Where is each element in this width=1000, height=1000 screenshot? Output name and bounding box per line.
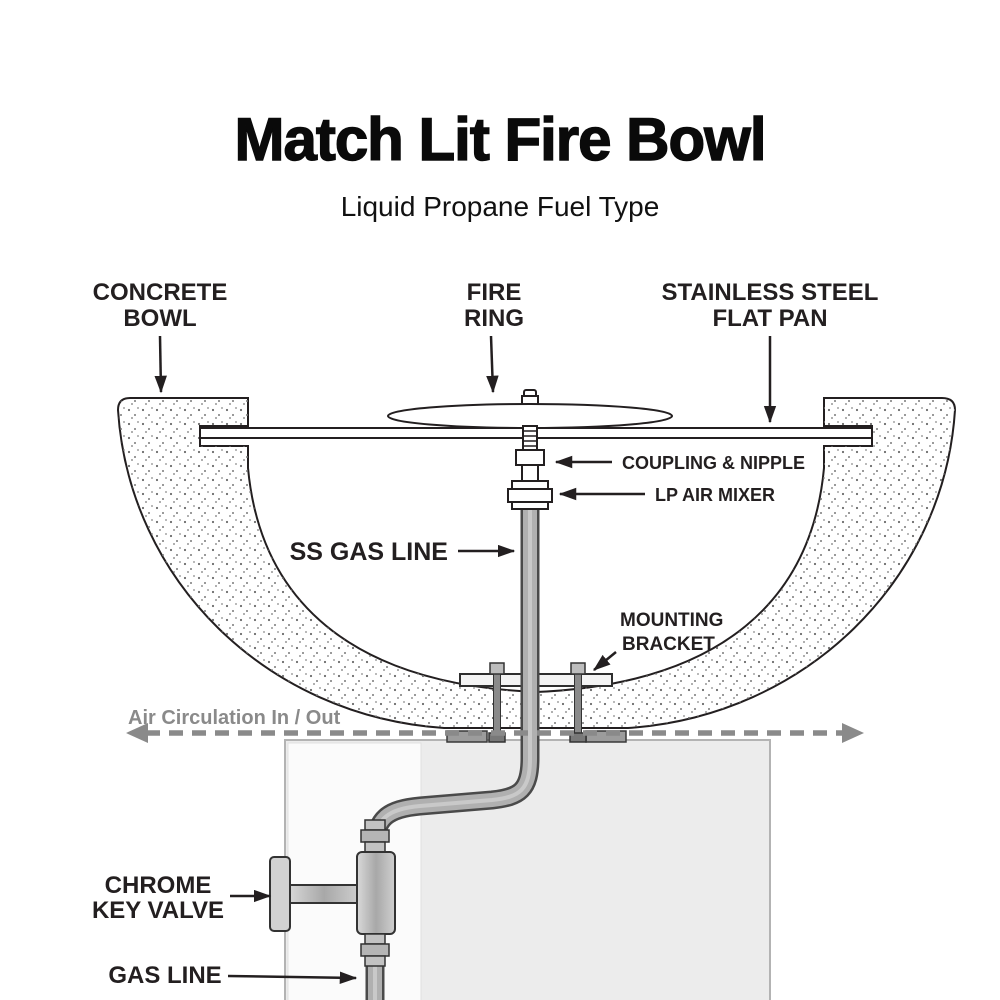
pipe-nut-lower: [360, 943, 390, 957]
pedestal-cutaway: [287, 742, 422, 1000]
arrowhead-right: [842, 723, 864, 743]
pipe-collar-lower: [364, 933, 386, 945]
lp-air-mixer-label: LP AIR MIXER: [655, 485, 775, 505]
fire-ring: [387, 403, 673, 429]
concrete-bowl-label-line1: CONCRETE: [93, 279, 228, 306]
chrome-key-valve-assembly: [269, 819, 396, 967]
fire-ring-label-line1: FIRE: [467, 279, 522, 306]
mounting-bracket-label-line1: MOUNTING: [620, 610, 723, 631]
bolt-head-left: [489, 662, 505, 675]
air-circulation-label: Air Circulation In / Out: [128, 707, 341, 729]
pipe-nut-upper: [360, 829, 390, 843]
fire-ring-arrow: [486, 335, 499, 394]
page-title: Match Lit Fire Bowl: [234, 106, 765, 173]
gas-line-arrow: [227, 971, 358, 984]
coupling: [515, 449, 545, 466]
mounting-bracket-label-line2: BRACKET: [622, 634, 715, 655]
thread-lines: [523, 430, 537, 447]
pipe-collar-lower2: [364, 955, 386, 967]
gas-line-label: GAS LINE: [108, 962, 221, 989]
pipe-collar-upper: [364, 819, 386, 831]
chrome-key-valve-label-line1: CHROME: [105, 872, 212, 899]
pipe-collar-upper2: [364, 841, 386, 853]
concrete-bowl-label-line2: BOWL: [123, 305, 196, 332]
valve-body: [356, 851, 396, 935]
lp-air-mixer-body: [507, 488, 553, 503]
fire-ring-label-line2: RING: [464, 305, 524, 332]
flat-pan-label-line2: FLAT PAN: [712, 305, 827, 332]
lp-air-mixer-top: [511, 480, 549, 490]
bolt-shaft-left: [493, 673, 501, 739]
bolt-shaft-right: [574, 673, 582, 739]
nipple: [521, 464, 539, 482]
mounting-bracket-bolts: [446, 662, 627, 743]
mounting-bracket-arrow: [593, 651, 617, 671]
fire-ring-assembly: [387, 389, 673, 510]
air-circulation-line: [126, 723, 864, 743]
callout-arrows: [154, 335, 777, 984]
lp-air-mixer-bottom: [511, 501, 549, 510]
ss-gas-line-label: SS GAS LINE: [290, 538, 448, 566]
valve-stem: [287, 884, 361, 904]
arrowhead-left: [126, 723, 148, 743]
valve-flange: [269, 856, 291, 932]
bolt-head-right: [570, 662, 586, 675]
junction-flange-left: [446, 730, 488, 743]
bolt-nut-right: [569, 732, 587, 743]
chrome-key-valve-label-line2: KEY VALVE: [92, 897, 224, 924]
page-subtitle: Liquid Propane Fuel Type: [341, 191, 660, 222]
concrete-bowl-arrow: [154, 335, 167, 394]
flat-pan-label-line1: STAINLESS STEEL: [662, 279, 879, 306]
coupling-nipple-label: COUPLING & NIPPLE: [622, 453, 805, 473]
